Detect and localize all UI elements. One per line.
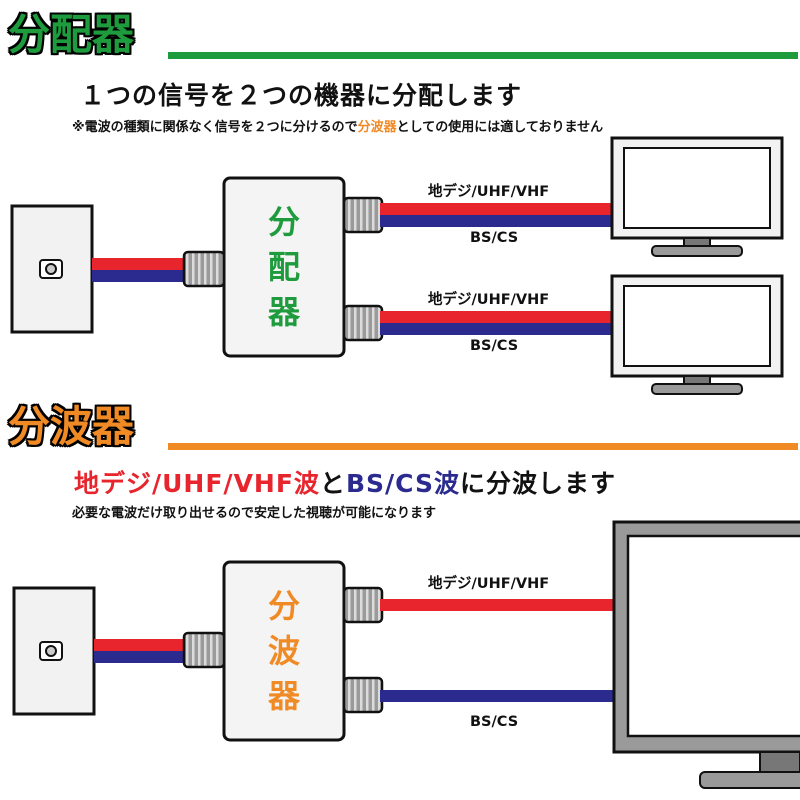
s2-out-label-bottom: BS/CS (470, 714, 519, 730)
section1-note-highlight: 分波器 (357, 120, 397, 135)
section2-title-rule (168, 443, 798, 450)
s2-device-char: 器 (267, 677, 300, 715)
s1-splitter-box (222, 176, 346, 358)
s1-device-char: 配 (267, 248, 300, 286)
section2-heading-part2: と (319, 469, 346, 498)
s1-input-cable-blue (92, 270, 188, 282)
s2-out-label-top: 地デジ/UHF/VHF (428, 576, 550, 592)
s1-out1-label-top: 地デジ/UHF/VHF (428, 184, 550, 200)
section2-note: 必要な電波だけ取り出せるので安定した視聴が可能になります (72, 506, 437, 521)
s2-device-char: 分 (267, 587, 300, 625)
s1-input-cable-red (92, 258, 188, 270)
section2-heading-part1: 地デジ/UHF/VHF波 (74, 469, 320, 498)
s2-diplexer-box (222, 560, 346, 742)
section1-title: 分配器 (8, 10, 135, 59)
s2-input-cable-blue (94, 651, 188, 663)
coax-connector-icon (342, 196, 384, 234)
s1-out1-cable-blue (380, 215, 616, 227)
coax-connector-icon (342, 586, 384, 624)
s1-out2-cable-blue (380, 323, 616, 335)
s1-out1-label-bottom: BS/CS (470, 230, 519, 246)
s1-out2-label-bottom: BS/CS (470, 338, 519, 354)
s2-out-cable-red (380, 599, 618, 611)
s1-out1-cable-red (380, 203, 616, 215)
s1-out2-label-top: 地デジ/UHF/VHF (428, 292, 550, 308)
s1-device-label: 分 配 器 (224, 200, 344, 340)
coax-connector-icon (182, 631, 226, 669)
wall-antenna-outlet-icon (10, 204, 94, 334)
s2-device-char: 波 (267, 632, 300, 670)
section2-title: 分波器 (8, 402, 135, 451)
coax-connector-icon (342, 304, 384, 342)
s2-device-label: 分 波 器 (224, 584, 344, 724)
coax-connector-icon (342, 676, 384, 714)
s1-device-char: 器 (267, 293, 300, 331)
s1-out2-cable-red (380, 311, 616, 323)
tv-monitor-icon (610, 274, 784, 395)
section2-heading-part4: に分波します (459, 469, 616, 498)
section1-note-prefix: ※電波の種類に関係なく信号を２つに分けるので (72, 120, 358, 135)
section2-heading: 地デジ/UHF/VHF波とBS/CS波に分波します (74, 464, 616, 500)
coax-connector-icon (182, 250, 226, 288)
s2-input-cable-red (94, 639, 188, 651)
tv-monitor-icon (610, 136, 784, 257)
section1-heading: １つの信号を２つの機器に分配します (80, 81, 523, 110)
s2-out-cable-blue (380, 690, 618, 702)
section1-note-suffix: としての使用には適しておりません (396, 120, 604, 135)
tv-monitor-icon (612, 520, 800, 789)
section1-title-rule (168, 52, 798, 59)
section1-note: ※電波の種類に関係なく信号を２つに分けるので分波器としての使用には適しておりませ… (72, 116, 603, 135)
wall-antenna-outlet-icon (12, 586, 96, 716)
section2-heading-part3: BS/CS波 (345, 469, 460, 498)
s1-device-char: 分 (267, 203, 300, 241)
